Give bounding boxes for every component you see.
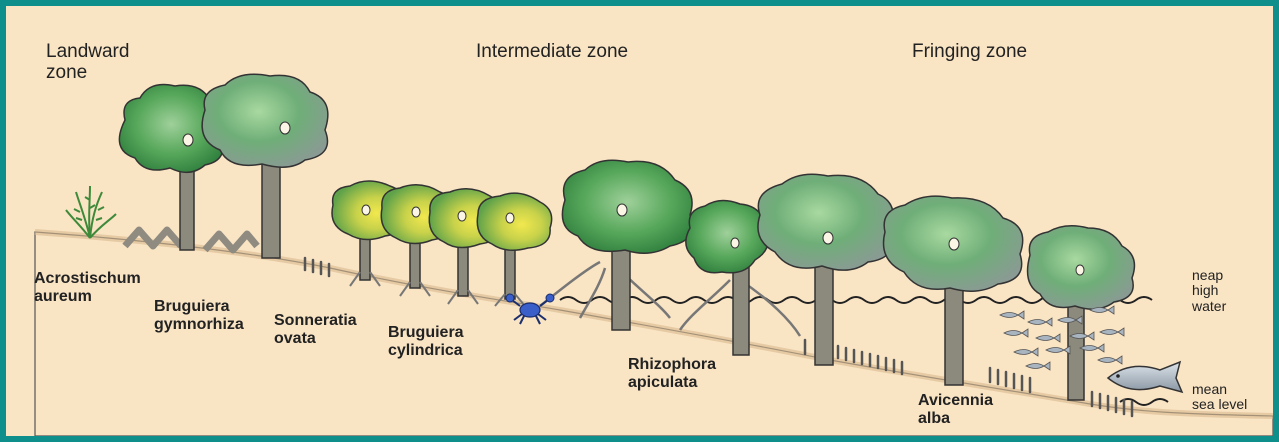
species-label-bruguiera-gymnorhiza: Bruguiera gymnorhiza xyxy=(154,298,244,333)
fern-icon xyxy=(66,186,116,238)
zone-label-fringing: Fringing zone xyxy=(912,42,1027,63)
zone-label-landward: Landward zone xyxy=(46,42,129,84)
mean-sea-level-line xyxy=(1120,399,1168,405)
species-label-sonneratia: Sonneratia ovata xyxy=(274,312,357,347)
species-label-acrostichum: Acrostischum aureum xyxy=(34,270,141,305)
water-label-neap-high: neap high water xyxy=(1192,268,1226,314)
fish-icon xyxy=(1108,362,1182,392)
zone-label-intermediate: Intermediate zone xyxy=(476,42,628,63)
species-label-bruguiera-cylindrica: Bruguiera cylindrica xyxy=(388,324,464,359)
species-label-avicennia: Avicennia alba xyxy=(918,392,993,427)
species-label-rhizophora: Rhizophora apiculata xyxy=(628,356,716,391)
fish-school-icon xyxy=(1000,306,1124,370)
water-label-mean-sea-level: mean sea level xyxy=(1192,382,1247,413)
